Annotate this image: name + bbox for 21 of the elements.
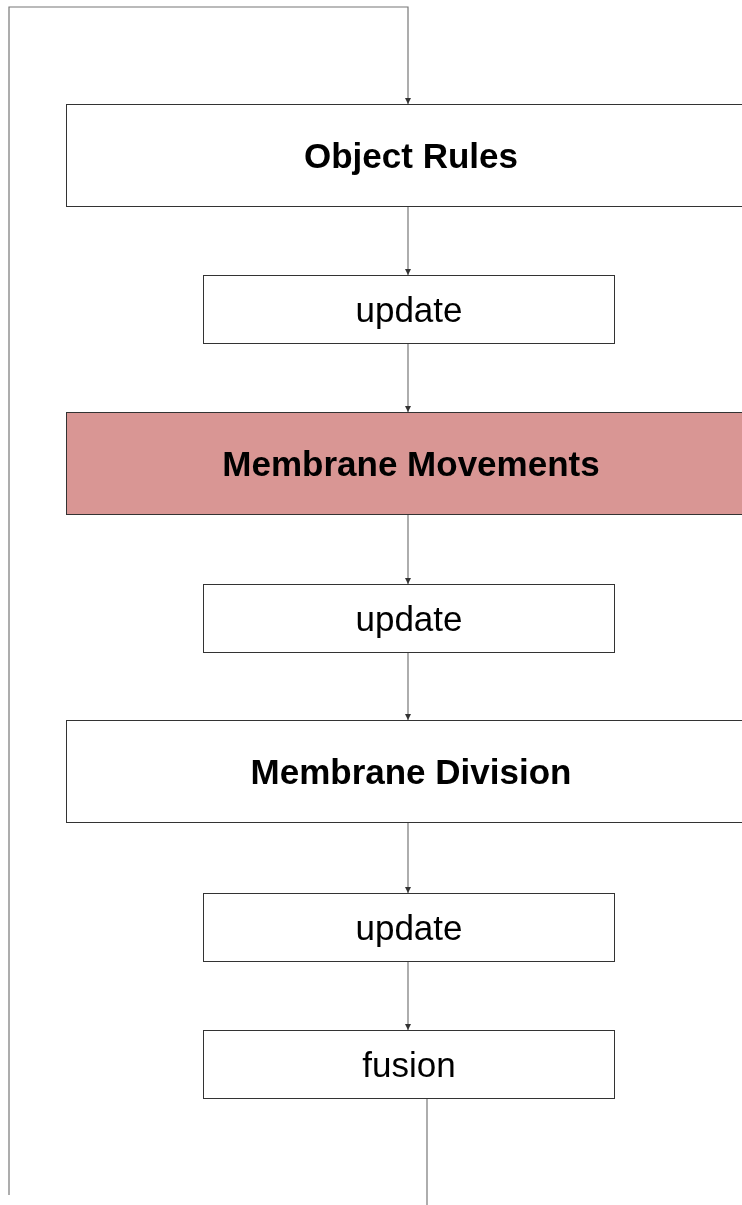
highlighted-step-box	[66, 412, 742, 515]
process-box	[203, 1030, 615, 1099]
process-box	[203, 584, 615, 653]
arrow	[405, 822, 411, 894]
process-box	[66, 720, 742, 823]
arrow	[405, 961, 411, 1031]
process-box	[66, 104, 742, 207]
step-label: Membrane Division	[250, 751, 572, 792]
arrow	[405, 514, 411, 585]
step-label: update	[355, 598, 463, 639]
step-label: update	[355, 907, 463, 948]
step-label: update	[355, 289, 463, 330]
step-label: Object Rules	[304, 135, 518, 176]
step-label: Membrane Movements	[222, 443, 600, 484]
arrow	[405, 652, 411, 721]
arrow	[405, 206, 411, 276]
step-label: fusion	[362, 1044, 456, 1085]
process-box	[203, 275, 615, 344]
arrow	[8, 6, 411, 1196]
process-box	[203, 893, 615, 962]
arrow	[405, 343, 411, 413]
